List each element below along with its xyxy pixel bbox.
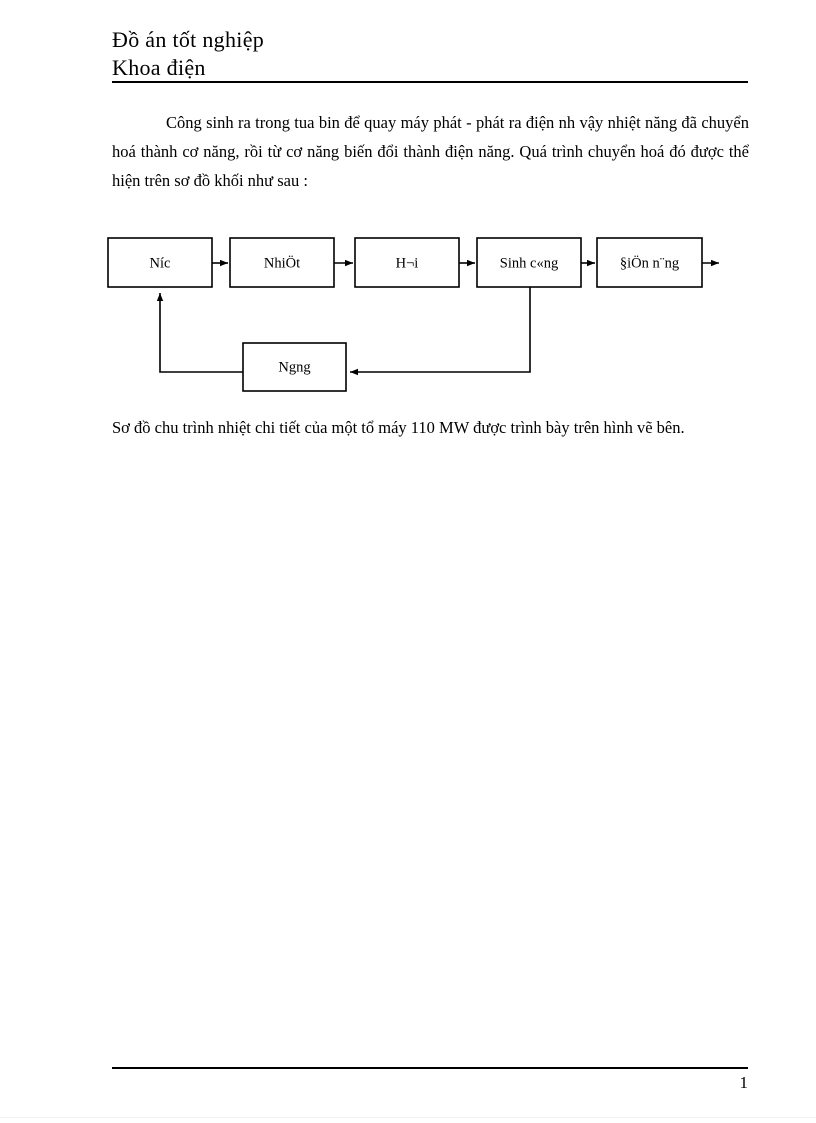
page-header: Đồ án tốt nghiệp Khoa điện	[112, 26, 748, 82]
header-title-line-1: Đồ án tốt nghiệp	[112, 27, 265, 52]
header-title-line-2: Khoa điện	[112, 55, 206, 80]
diagram-label-sinh-cong: Sinh c«ng	[500, 255, 558, 271]
diagram-box-nuoc	[107, 237, 213, 288]
header-divider	[112, 81, 748, 83]
footer-divider	[112, 1067, 748, 1069]
diagram-label-ngung: Ngng	[278, 359, 310, 375]
connector-ngung-to-nuoc	[156, 293, 243, 373]
page-number: 1	[739, 1073, 749, 1092]
diagram-label-nuoc: Níc	[150, 255, 171, 271]
body-paragraph-2: Sơ đồ chu trình nhiệt chi tiết của một t…	[112, 418, 685, 437]
diagram-label-hoi: H¬i	[396, 255, 419, 271]
diagram-box-hoi	[354, 237, 460, 288]
diagram-box-nhiet	[229, 237, 335, 288]
diagram-box-ngung	[242, 342, 347, 392]
page-bottom-edge	[0, 1117, 816, 1118]
diagram-label-nhiet: NhiÖt	[264, 254, 300, 271]
diagram-box-sinh-cong	[476, 237, 582, 288]
diagram-label-dien-nang: §iÖn n¨ng	[620, 254, 679, 271]
body-paragraph-1: Công sinh ra trong tua bin để quay máy p…	[112, 113, 749, 190]
diagram-box-dien-nang	[596, 237, 703, 288]
connector-sinh-cong-to-ngung	[350, 287, 531, 376]
